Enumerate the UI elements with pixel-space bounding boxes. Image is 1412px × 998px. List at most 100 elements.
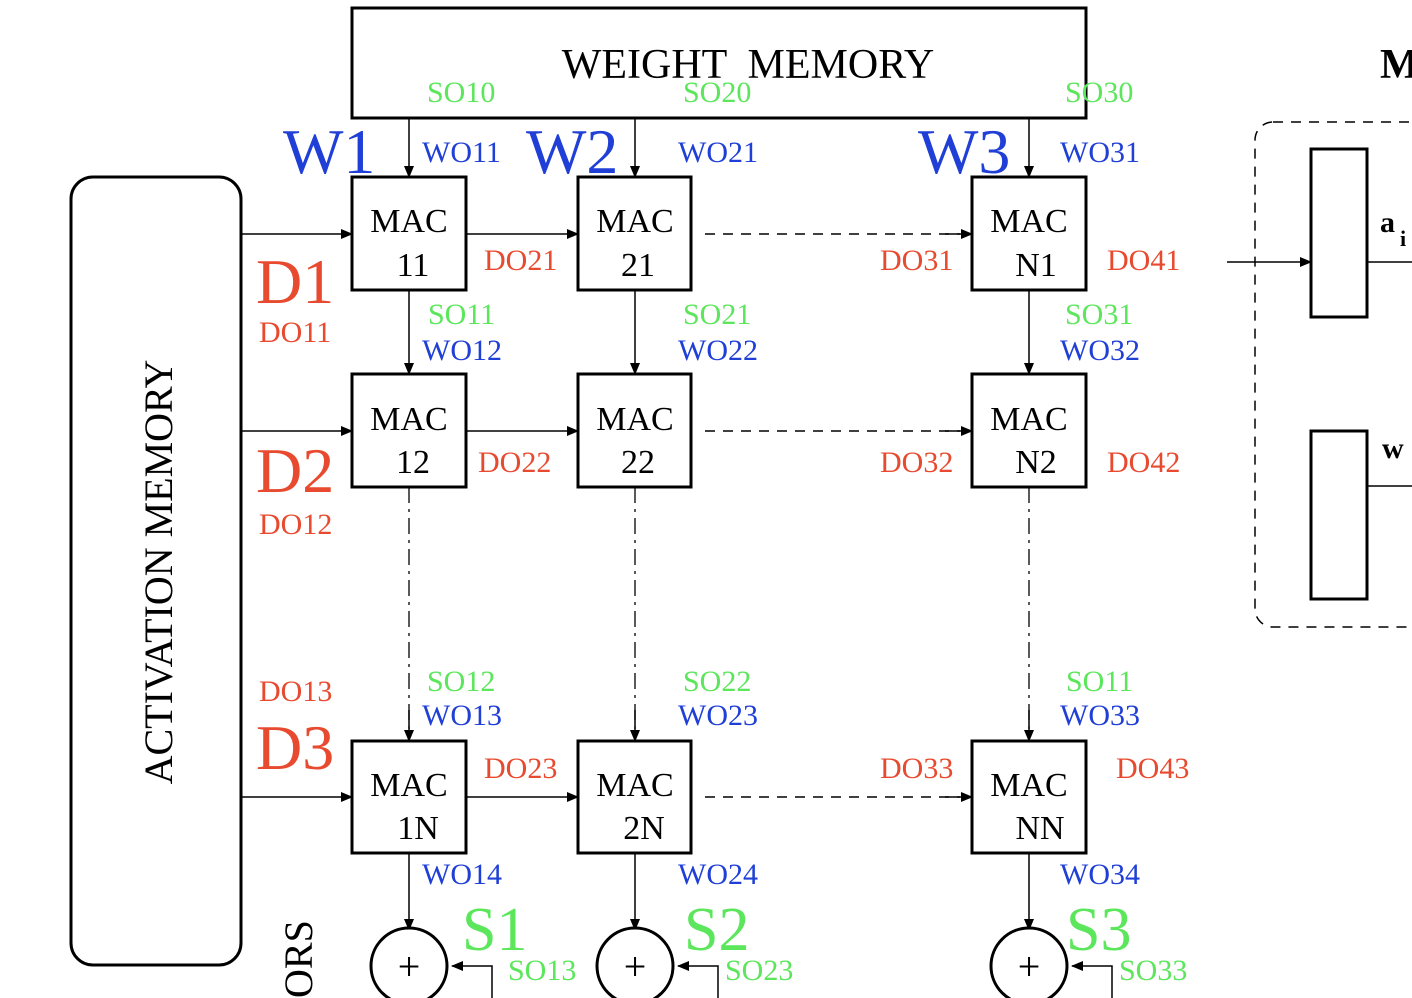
label-wo11: WO11 bbox=[422, 136, 501, 169]
adder-1 bbox=[369, 926, 449, 998]
label-do31: DO31 bbox=[880, 244, 953, 277]
mac-12-line2: 12 bbox=[396, 444, 430, 481]
side-panel-title: M bbox=[1380, 42, 1412, 88]
label-s2: S2 bbox=[684, 896, 749, 964]
side-label-a-sub: i bbox=[1400, 226, 1406, 251]
label-do13: DO13 bbox=[259, 675, 332, 708]
label-so11: SO11 bbox=[428, 298, 495, 331]
label-do43: DO43 bbox=[1116, 752, 1189, 785]
adder-2 bbox=[595, 926, 675, 998]
activation-memory-label: ACTIVATION MEMORY bbox=[136, 360, 181, 785]
weight-memory-label: WEIGHT MEMORY bbox=[562, 42, 935, 88]
label-so31: SO31 bbox=[1065, 298, 1133, 331]
label-so10: SO10 bbox=[427, 76, 495, 109]
label-wo24: WO24 bbox=[678, 858, 758, 891]
label-do42: DO42 bbox=[1107, 446, 1180, 479]
mac-n1-line1: MAC bbox=[990, 203, 1067, 240]
label-d3: D3 bbox=[256, 712, 334, 783]
label-so12: SO12 bbox=[427, 665, 495, 698]
mac-2n: MAC 2N bbox=[576, 739, 693, 855]
label-so33: SO33 bbox=[1119, 954, 1187, 987]
weight-memory-box bbox=[350, 6, 1088, 120]
mac-n1: MAC N1 bbox=[970, 175, 1088, 292]
mac-12: MAC 12 bbox=[350, 372, 468, 489]
label-so23: SO23 bbox=[725, 954, 793, 987]
label-wo12: WO12 bbox=[422, 334, 502, 367]
mac-11-line2: 11 bbox=[397, 247, 430, 284]
side-register-w bbox=[1309, 429, 1369, 601]
mac-22-line1: MAC bbox=[596, 401, 673, 438]
label-do41: DO41 bbox=[1107, 244, 1180, 277]
adder-3-symbol: + bbox=[1018, 944, 1041, 989]
label-w3: W3 bbox=[918, 116, 1010, 187]
label-d2: D2 bbox=[256, 435, 334, 506]
label-do21: DO21 bbox=[484, 244, 557, 277]
mac-11: MAC 11 bbox=[350, 175, 468, 292]
mac-11-line1: MAC bbox=[370, 203, 447, 240]
label-wo21: WO21 bbox=[678, 136, 758, 169]
mac-nn: MAC NN bbox=[970, 739, 1088, 855]
label-so30: SO30 bbox=[1065, 76, 1133, 109]
mac-2n-line2: 2N bbox=[623, 810, 665, 847]
mac-n2-box bbox=[970, 372, 1088, 489]
mac-nn-line2: NN bbox=[1015, 810, 1064, 847]
side-panel-dashed-box bbox=[1254, 121, 1412, 628]
label-wo13: WO13 bbox=[422, 699, 502, 732]
label-w1: W1 bbox=[283, 116, 375, 187]
mac-1n-line1: MAC bbox=[370, 767, 447, 804]
mac-2n-line1: MAC bbox=[596, 767, 673, 804]
mac-12-box bbox=[350, 372, 468, 489]
side-label-w: w bbox=[1382, 432, 1404, 465]
label-wo31: WO31 bbox=[1060, 136, 1140, 169]
mac-1n-line2: 1N bbox=[397, 810, 439, 847]
label-do22: DO22 bbox=[478, 446, 551, 479]
bottom-partial-label: ORS bbox=[276, 920, 321, 998]
label-wo14: WO14 bbox=[422, 858, 502, 891]
mac-n2-line1: MAC bbox=[990, 401, 1067, 438]
label-wo34: WO34 bbox=[1060, 858, 1140, 891]
mac-n2: MAC N2 bbox=[970, 372, 1088, 489]
label-wo22: WO22 bbox=[678, 334, 758, 367]
label-so21: SO21 bbox=[683, 298, 751, 331]
label-wo32: WO32 bbox=[1060, 334, 1140, 367]
mac-2n-box bbox=[576, 739, 693, 855]
mac-11-box bbox=[350, 175, 468, 292]
label-so20: SO20 bbox=[683, 76, 751, 109]
activation-memory-box bbox=[69, 175, 243, 967]
feedback-adder-3 bbox=[1071, 961, 1113, 998]
label-so11b: SO11 bbox=[1066, 665, 1133, 698]
label-wo23: WO23 bbox=[678, 699, 758, 732]
mac-nn-line1: MAC bbox=[990, 767, 1067, 804]
label-s1: S1 bbox=[462, 896, 527, 964]
label-wo33: WO33 bbox=[1060, 699, 1140, 732]
label-do33: DO33 bbox=[880, 752, 953, 785]
label-so13: SO13 bbox=[508, 954, 576, 987]
mac-n2-line2: N2 bbox=[1015, 444, 1057, 481]
label-do12: DO12 bbox=[259, 508, 332, 541]
adder-3 bbox=[989, 926, 1069, 998]
label-do32: DO32 bbox=[880, 446, 953, 479]
mac-21-line1: MAC bbox=[596, 203, 673, 240]
mac-n1-box bbox=[970, 175, 1088, 292]
mac-22-line2: 22 bbox=[621, 444, 655, 481]
mac-12-line1: MAC bbox=[370, 401, 447, 438]
label-w2: W2 bbox=[526, 116, 618, 187]
mac-22-box bbox=[576, 372, 693, 489]
side-label-a: a bbox=[1380, 206, 1395, 239]
feedback-adder-2 bbox=[677, 961, 719, 998]
label-do11: DO11 bbox=[259, 316, 331, 349]
mac-nn-box bbox=[970, 739, 1088, 855]
label-s3: S3 bbox=[1066, 896, 1131, 964]
mac-1n-box bbox=[350, 739, 468, 855]
adder-1-symbol: + bbox=[398, 944, 421, 989]
adder-2-symbol: + bbox=[624, 944, 647, 989]
mac-21-box bbox=[576, 175, 693, 292]
label-so22: SO22 bbox=[683, 665, 751, 698]
feedback-adder-1 bbox=[451, 961, 493, 998]
mac-21-line2: 21 bbox=[621, 247, 655, 284]
mac-22: MAC 22 bbox=[576, 372, 693, 489]
mac-n1-line2: N1 bbox=[1015, 247, 1057, 284]
label-d1: D1 bbox=[256, 246, 334, 317]
mac-1n: MAC 1N bbox=[350, 739, 468, 855]
